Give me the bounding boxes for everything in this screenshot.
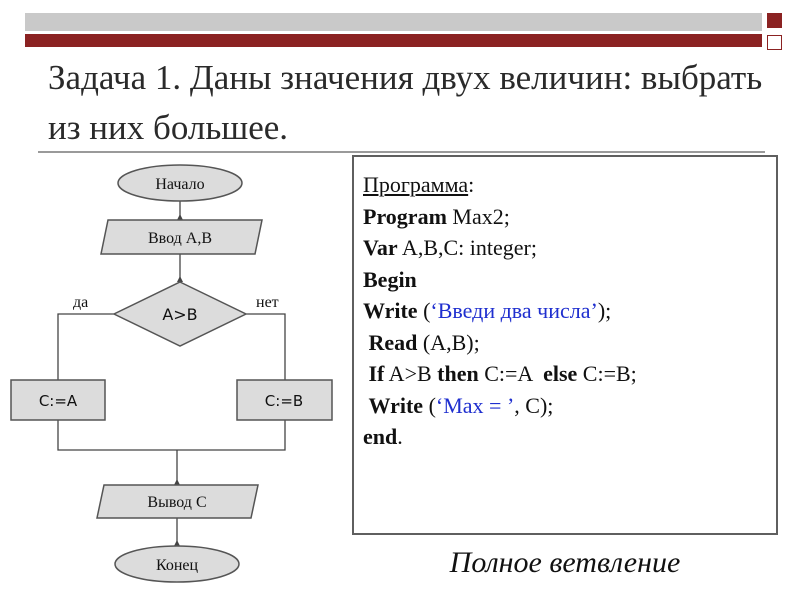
code-keyword: Read xyxy=(368,329,418,355)
code-text: ( xyxy=(417,298,431,323)
start-terminal xyxy=(117,164,243,202)
flow-arrowheads xyxy=(174,214,183,546)
connector-no-branch xyxy=(246,313,286,380)
flowchart: Начало Ввод А,В A>B да нет C:=A C:=B Выв… xyxy=(10,164,333,583)
code-text: . xyxy=(397,424,403,449)
code-line-write-prompt: Write (‘Введи два числа’); xyxy=(363,295,776,327)
code-text: C:=A xyxy=(478,361,544,386)
program-header-colon: : xyxy=(468,172,475,197)
end-terminal xyxy=(114,545,240,583)
top-bar-grey xyxy=(25,13,762,31)
input-label: Ввод А,В xyxy=(148,230,212,247)
output-block xyxy=(96,484,259,519)
connector-yes-branch xyxy=(57,313,114,380)
yes-label: да xyxy=(73,294,88,311)
code-keyword: If xyxy=(368,361,385,386)
code-text: (A,B); xyxy=(417,329,480,355)
corner-square-light xyxy=(767,35,782,50)
code-text: Max2; xyxy=(446,203,510,229)
slide-title: Задача 1. Даны значения двух величин: вы… xyxy=(48,58,763,147)
yes-action-label: C:=A xyxy=(39,392,78,410)
code-line-read: Read (A,B); xyxy=(363,327,776,359)
code-text: A,B,C: integer; xyxy=(397,235,537,260)
code-string: ‘Max = ’ xyxy=(435,392,515,418)
code-keyword: Var xyxy=(363,235,398,260)
no-action-label: C:=B xyxy=(265,392,303,410)
code-keyword: Program xyxy=(363,203,447,229)
code-line-write-max: Write (‘Max = ’, C); xyxy=(363,390,776,422)
code-keyword: Begin xyxy=(363,266,417,292)
no-label: нет xyxy=(256,294,279,311)
code-line-program: Program Max2; xyxy=(363,201,776,233)
code-keyword: else xyxy=(543,361,578,386)
code-text: , C); xyxy=(514,392,554,418)
corner-square-dark xyxy=(767,13,782,28)
program-header: Программа: xyxy=(363,169,776,201)
code-string: ‘Введи два числа’ xyxy=(430,298,598,323)
code-line-var: Var A,B,C: integer; xyxy=(363,232,776,264)
output-label: Вывод С xyxy=(147,494,206,511)
title-divider xyxy=(38,151,765,153)
end-label: Конец xyxy=(156,557,199,574)
caption: Полное ветвление xyxy=(449,546,681,579)
code-line-end: end. xyxy=(363,421,776,453)
code-text: ( xyxy=(423,392,436,418)
code-line-if: If A>B then C:=A else C:=B; xyxy=(363,358,776,390)
yes-action-block xyxy=(10,379,106,421)
input-block xyxy=(100,219,263,255)
top-bar-red xyxy=(25,34,762,47)
program-listing: Программа: Program Max2; Var A,B,C: inte… xyxy=(352,155,778,535)
code-keyword: end xyxy=(363,424,398,449)
connector-merge xyxy=(57,420,286,451)
no-action-block xyxy=(236,379,333,421)
code-line-begin: Begin xyxy=(363,264,776,296)
program-header-word: Программа xyxy=(363,172,469,197)
code-keyword: Write xyxy=(363,298,418,323)
condition-label: A>B xyxy=(162,305,197,324)
code-text: C:=B; xyxy=(577,361,637,386)
condition-diamond xyxy=(112,281,248,347)
start-label: Начало xyxy=(155,176,204,193)
code-text: ); xyxy=(597,298,612,323)
code-keyword: then xyxy=(437,361,479,386)
code-text: A>B xyxy=(384,361,438,386)
code-keyword: Write xyxy=(368,392,424,418)
